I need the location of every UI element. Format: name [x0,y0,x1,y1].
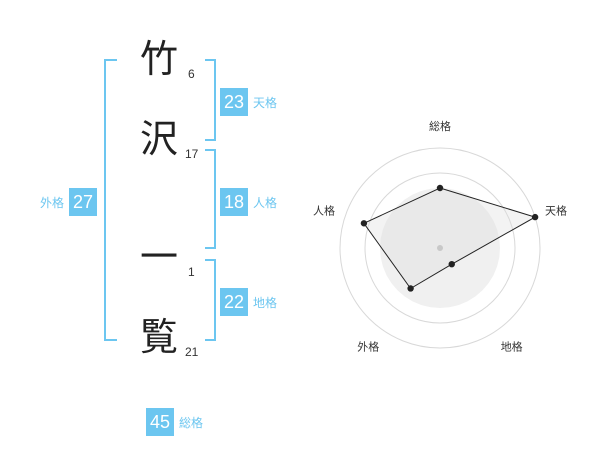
radar-axis-label-3: 外格 [357,340,379,354]
radar-point-4 [360,220,368,227]
radar-axis-label-1: 天格 [545,203,567,217]
radar-data-polygon [363,187,537,290]
name-char-3: 一 [140,235,179,279]
radar-point-0 [436,184,444,192]
radar-point-2 [448,260,455,268]
gaikaku-badge: 外格 27 [40,188,98,216]
radar-axis-label-2: 地格 [501,340,523,354]
radar-ring [339,147,541,349]
radar-points [360,184,539,292]
name-char-2: 沢 [140,117,179,161]
name-char-2-strokes: 17 [185,147,199,161]
gaikaku-label: 外格 [40,195,65,210]
chikaku-bracket [205,259,216,341]
soukaku-label: 総格 [179,415,204,430]
jinkaku-label: 人格 [253,195,278,210]
radar-point-1 [531,213,539,221]
chikaku-label: 地格 [253,295,278,310]
radar-axis-label-0: 総格 [429,119,451,133]
radar-center-dot [437,245,443,251]
tenkaku-badge: 23 天格 [220,88,277,116]
tenkaku-value: 23 [220,88,248,116]
name-char-3-strokes: 1 [188,265,195,279]
radar-ring [364,172,516,324]
name-char-1-strokes: 6 [188,67,195,81]
name-char-4: 覧 [140,315,179,359]
radar-point-3 [407,285,414,292]
jinkaku-bracket [205,149,216,249]
radar-axis-label-4: 人格 [313,203,335,217]
soukaku-badge: 45 総格 [146,408,203,436]
gaikaku-bracket [104,59,117,341]
name-char-4-strokes: 21 [185,345,199,359]
jinkaku-value: 18 [220,188,248,216]
chikaku-badge: 22 地格 [220,288,277,316]
soukaku-value: 45 [146,408,174,436]
name-char-1: 竹 [140,37,179,81]
tenkaku-bracket [205,59,216,141]
chikaku-value: 22 [220,288,248,316]
tenkaku-label: 天格 [253,95,278,110]
gaikaku-value: 27 [69,188,98,216]
jinkaku-badge: 18 人格 [220,188,277,216]
